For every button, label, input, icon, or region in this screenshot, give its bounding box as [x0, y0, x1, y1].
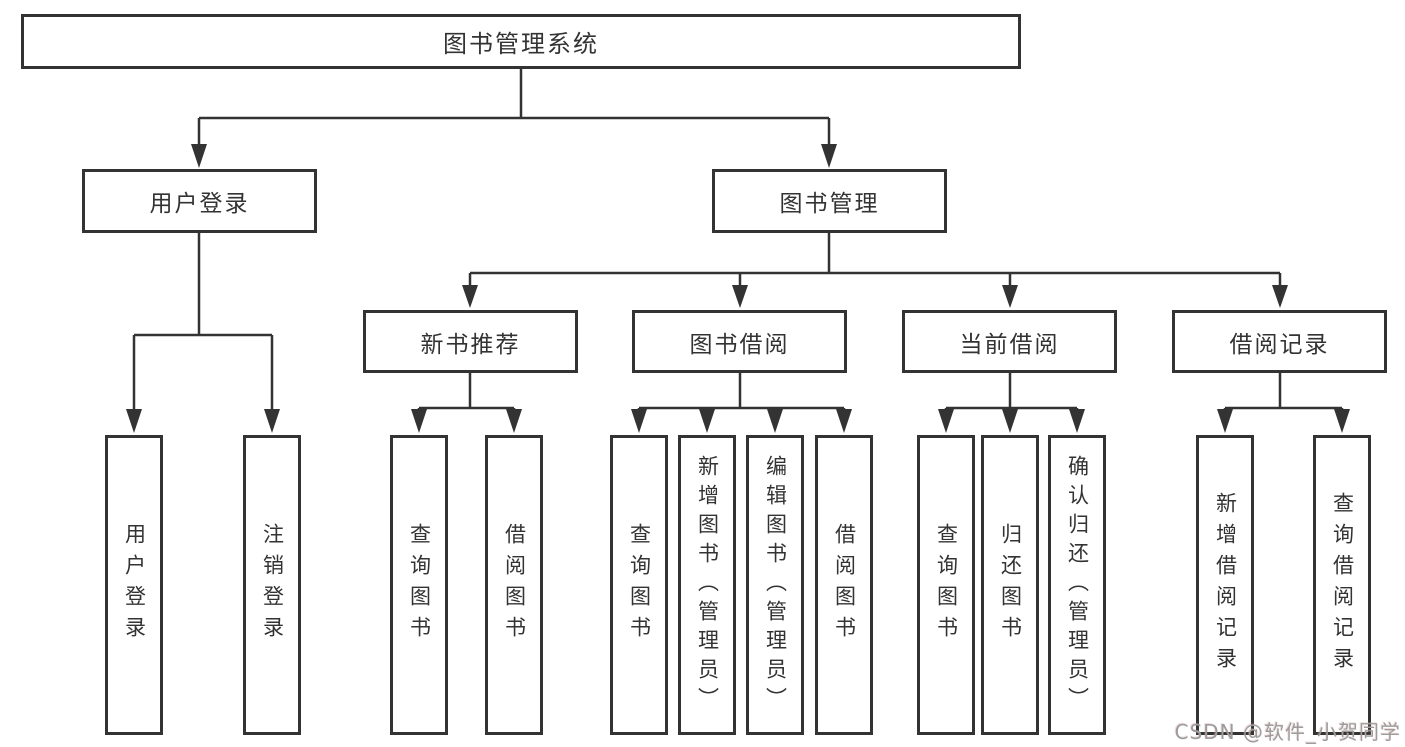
node-current-borrowing: 当前借阅: [902, 310, 1117, 373]
arrow-down-icon: [462, 285, 478, 308]
leaf-search-books-current: 查询图书: [917, 435, 975, 735]
leaf-confirm-return-admin: 确认归还（管理员）: [1048, 435, 1106, 735]
arrow-down-icon: [1272, 285, 1288, 308]
node-user-login-label: 用户登录: [149, 191, 250, 217]
leaf-edit-book-admin: 编辑图书（管理员）: [746, 435, 804, 735]
leaf-borrow-books-recommend: 借阅图书: [485, 435, 543, 735]
node-borrowing-records: 借阅记录: [1172, 310, 1387, 373]
arrow-down-icon: [1334, 409, 1350, 433]
watermark: CSDN @软件_小贺同学: [1174, 720, 1401, 744]
node-new-book-recommendation-label: 新书推荐: [420, 331, 521, 358]
arrow-down-icon: [411, 409, 427, 433]
arrow-down-icon: [1002, 285, 1018, 308]
node-book-management-label: 图书管理: [779, 191, 880, 217]
node-root: 图书管理系统: [21, 14, 1021, 69]
node-user-login: 用户登录: [82, 169, 317, 233]
leaf-return-books: 归还图书: [981, 435, 1039, 735]
arrow-down-icon: [1002, 409, 1018, 433]
node-root-label: 图书管理系统: [443, 30, 599, 58]
node-current-borrowing-label: 当前借阅: [959, 331, 1060, 358]
connector-root-to-level2: [197, 69, 831, 148]
arrow-down-icon: [938, 409, 954, 433]
leaf-search-borrow-record: 查询借阅记录: [1313, 435, 1371, 735]
node-book-borrowing: 图书借阅: [632, 310, 847, 373]
node-book-borrowing-label: 图书借阅: [689, 331, 790, 358]
arrow-down-icon: [264, 409, 280, 433]
node-borrowing-records-label: 借阅记录: [1229, 331, 1330, 358]
arrow-down-icon: [699, 409, 715, 433]
arrow-down-icon: [767, 409, 783, 433]
connector-borrowing-records: [1223, 373, 1344, 412]
arrow-down-icon: [506, 409, 522, 433]
connector-new-book-recommendation: [417, 373, 516, 412]
leaf-user-login: 用户登录: [105, 435, 163, 735]
leaf-add-book-admin: 新增图书（管理员）: [678, 435, 736, 735]
arrow-down-icon: [1069, 409, 1085, 433]
connector-book-management-to-level3: [468, 233, 1282, 287]
leaf-search-books-recommend: 查询图书: [390, 435, 448, 735]
leaf-add-borrow-record: 新增借阅记录: [1196, 435, 1254, 735]
node-new-book-recommendation: 新书推荐: [363, 310, 578, 373]
arrow-down-icon: [821, 144, 837, 168]
leaf-borrow-books: 借阅图书: [815, 435, 873, 735]
leaf-search-books-borrowing: 查询图书: [610, 435, 668, 735]
arrow-down-icon: [1217, 409, 1233, 433]
arrow-down-icon: [836, 409, 852, 433]
arrow-down-icon: [631, 409, 647, 433]
arrow-down-icon: [126, 409, 142, 433]
node-book-management: 图书管理: [712, 169, 947, 233]
leaf-logout: 注销登录: [243, 435, 301, 735]
connector-book-borrowing: [637, 373, 846, 412]
connector-user-login-to-leaves: [132, 233, 274, 412]
arrow-down-icon: [191, 144, 207, 168]
arrow-down-icon: [732, 285, 748, 308]
connector-current-borrowing: [944, 373, 1079, 412]
